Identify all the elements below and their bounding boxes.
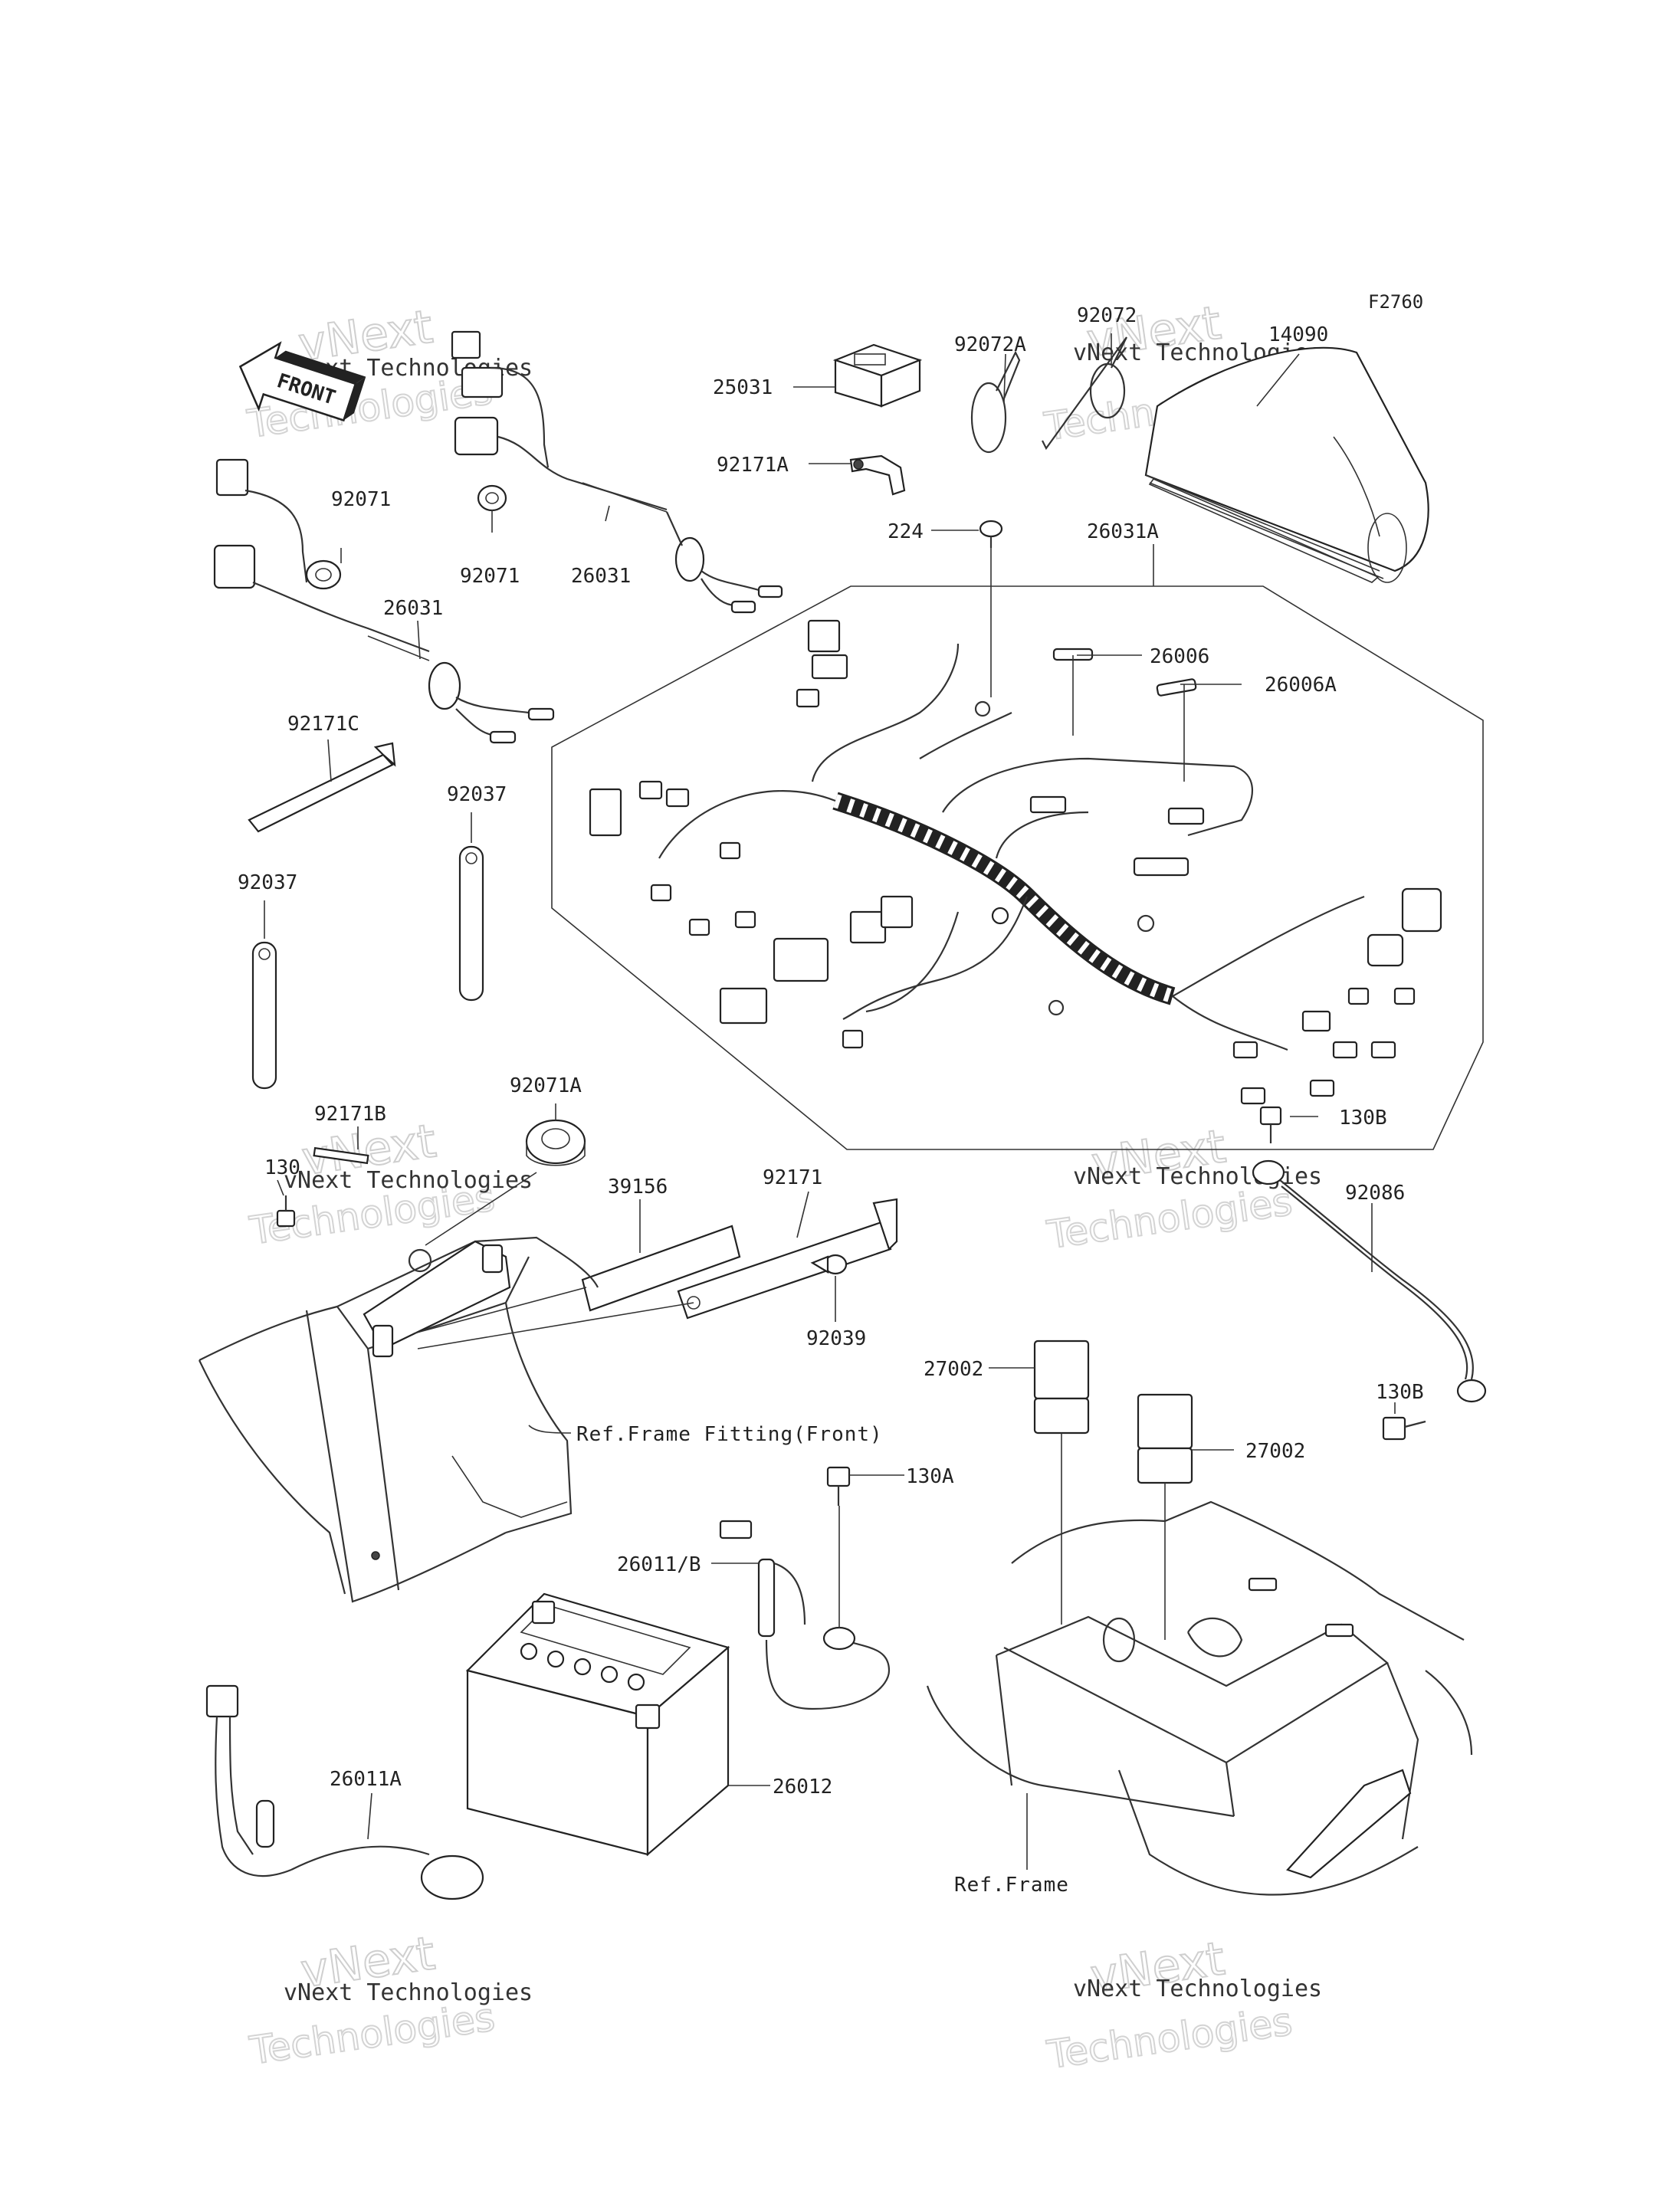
watermark-company-mid-right: vNext Technologies — [1073, 1163, 1322, 1190]
part-label-26011b: 26011/B — [617, 1553, 701, 1576]
front-arrow-icon: FRONT — [238, 341, 366, 422]
watermark-line2: Technologies — [247, 1995, 497, 2073]
watermark-line2: Technologies — [1044, 1179, 1294, 1258]
part-label-224: 224 — [888, 520, 924, 543]
bracket-92171 — [677, 1198, 898, 1320]
cover-14090 — [1144, 346, 1429, 583]
leader-lines — [264, 333, 1396, 1870]
part-label-26012: 26012 — [773, 1776, 832, 1799]
band-92037-right — [458, 845, 484, 1002]
part-label-26006: 26006 — [1150, 645, 1209, 668]
part-label-92171c: 92171C — [287, 713, 359, 736]
part-label-130b-top: 130B — [1339, 1107, 1387, 1130]
battery-cable-26011a — [205, 1684, 484, 1900]
part-label-26031a: 26031A — [1087, 520, 1159, 543]
cable-92086 — [1252, 1159, 1487, 1403]
bolt-130b-top — [1259, 1106, 1282, 1143]
part-label-92171b: 92171B — [314, 1103, 386, 1126]
part-label-27002-right: 27002 — [1245, 1440, 1305, 1463]
part-label-130b-bottom: 130B — [1376, 1381, 1424, 1404]
part-label-26011a: 26011A — [330, 1768, 402, 1791]
reference-label-frame: Ref.Frame — [954, 1874, 1069, 1897]
part-label-130a: 130A — [906, 1465, 954, 1488]
reference-frame — [926, 1500, 1473, 1896]
bracket-92171a — [849, 454, 906, 496]
part-label-92039: 92039 — [806, 1327, 866, 1350]
part-label-92071-left: 92071 — [331, 488, 391, 511]
part-label-92171: 92171 — [763, 1166, 822, 1189]
clamp-92072a — [970, 350, 1021, 454]
watermark-company-bottom-right: vNext Technologies — [1073, 1976, 1322, 2002]
bolt-130b-bottom — [1382, 1416, 1426, 1441]
part-label-92037-left: 92037 — [238, 871, 297, 894]
lead-harness-26031-lower — [213, 458, 555, 744]
part-label-92071a: 92071A — [510, 1074, 582, 1097]
clamp-92072 — [1042, 336, 1127, 451]
part-label-92072a: 92072A — [954, 333, 1026, 356]
part-labels: 92072A 92072 14090 25031 92171A 92071 92… — [238, 304, 1424, 1799]
watermark-company-mid-left: vNext Technologies — [284, 1167, 533, 1194]
relay-25031 — [832, 343, 923, 408]
part-label-92037-right: 92037 — [447, 783, 507, 806]
clip-92039 — [810, 1254, 848, 1275]
bolt-130a — [826, 1466, 851, 1506]
part-label-130: 130 — [264, 1156, 300, 1179]
bolt-224 — [979, 520, 1003, 548]
band-92171b — [313, 1146, 369, 1165]
grommet-92071-right — [477, 484, 507, 512]
part-label-26031-lower: 26031 — [383, 597, 443, 620]
part-label-92072: 92072 — [1077, 304, 1137, 327]
reference-label-frame-fitting-front: Ref.Frame Fitting(Front) — [576, 1423, 883, 1446]
relay-27002-right — [1137, 1393, 1193, 1484]
fuse-26006a — [1156, 678, 1197, 697]
band-92171c — [248, 742, 396, 833]
part-label-26006a: 26006A — [1265, 674, 1337, 697]
band-92037-left — [251, 941, 277, 1090]
bolt-130 — [276, 1195, 296, 1228]
battery-cable-26011b — [719, 1520, 891, 1710]
part-label-92086: 92086 — [1345, 1182, 1405, 1205]
part-label-14090: 14090 — [1268, 323, 1328, 346]
figure-id: F2760 — [1368, 291, 1423, 313]
part-label-25031: 25031 — [713, 376, 773, 399]
tape-39156 — [581, 1225, 741, 1312]
frame-fitting-front — [199, 1236, 599, 1603]
watermark-line2: Technologies — [1044, 1999, 1294, 2077]
main-harness-26031a — [551, 585, 1484, 1150]
part-label-92071-right: 92071 — [460, 565, 520, 588]
grommet-92071-left — [305, 559, 342, 590]
part-label-39156: 39156 — [608, 1176, 668, 1199]
watermark-company-bottom-left: vNext Technologies — [284, 1979, 533, 2006]
part-label-92171a: 92171A — [717, 454, 789, 477]
grommet-92071a — [525, 1119, 586, 1166]
lead-harness-26031-upper — [451, 330, 783, 614]
part-label-27002-left: 27002 — [924, 1358, 983, 1381]
relay-27002-left — [1033, 1340, 1090, 1435]
battery-26012 — [465, 1592, 730, 1857]
part-label-26031-upper: 26031 — [571, 565, 631, 588]
